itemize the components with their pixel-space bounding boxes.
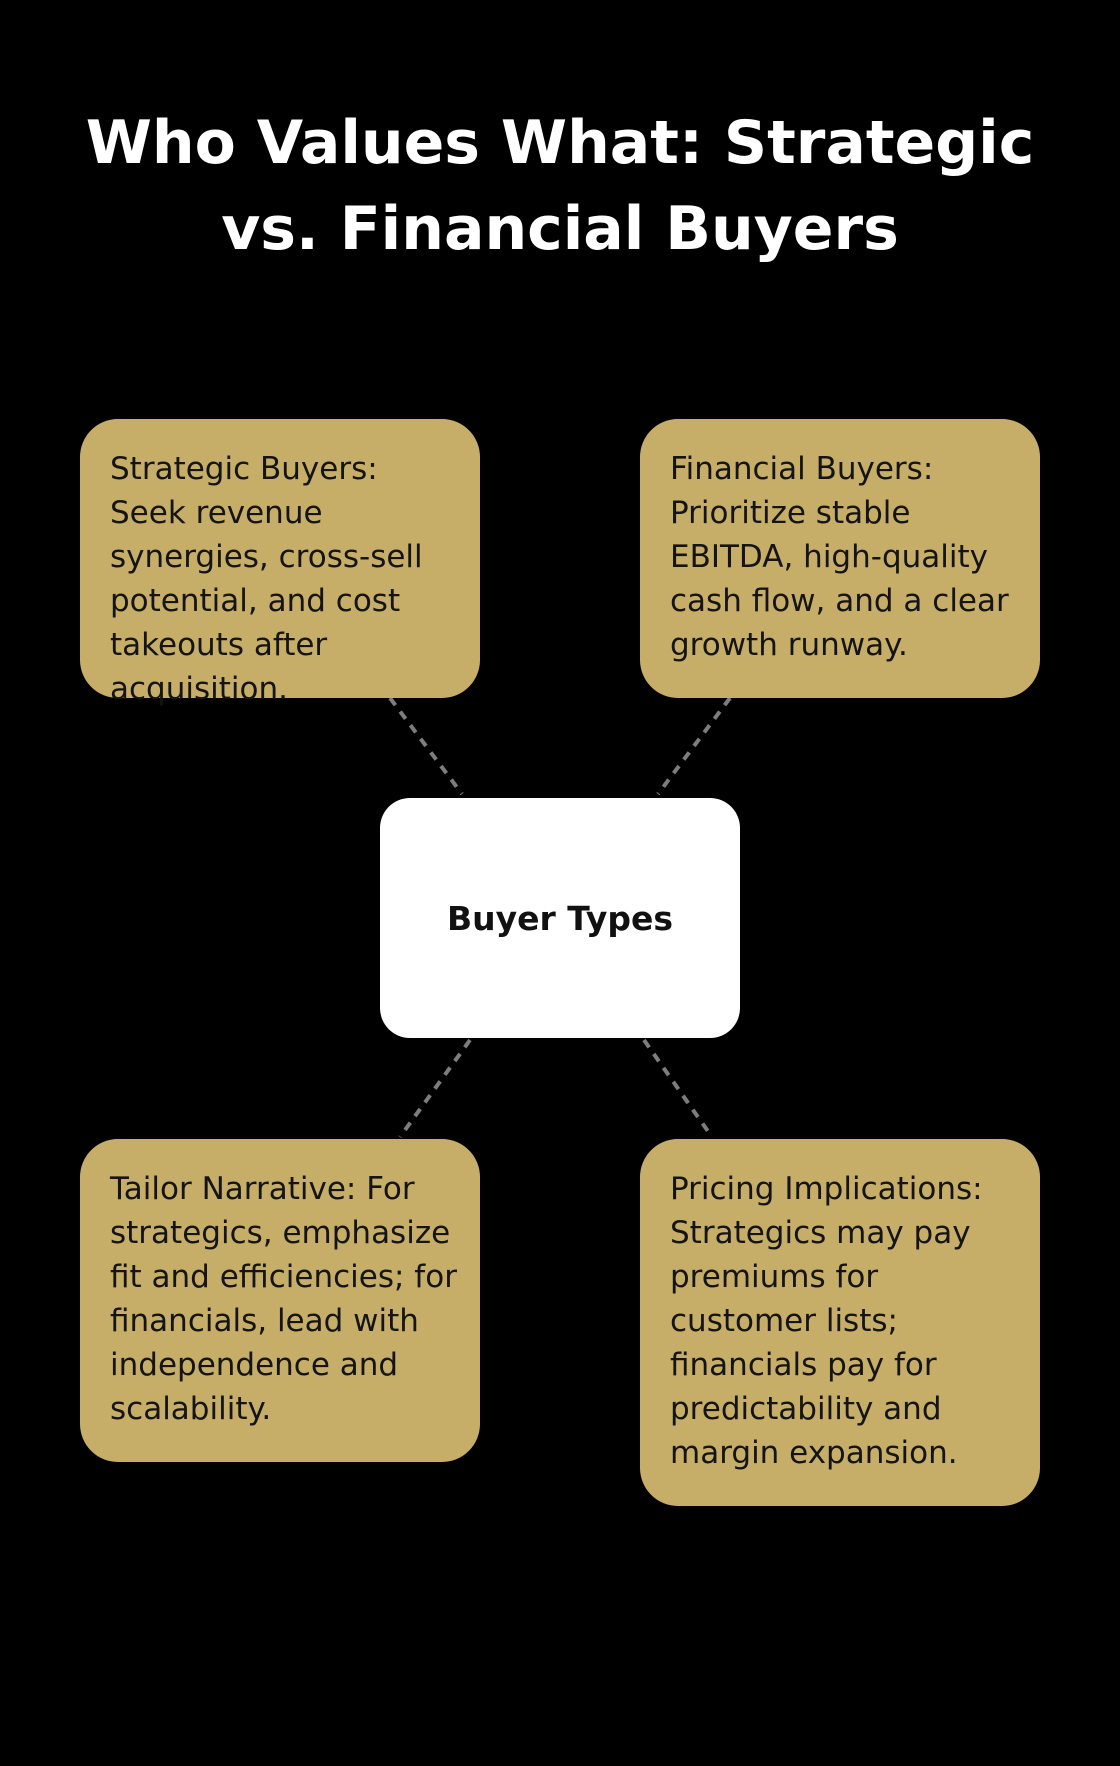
node-tailor-narrative: Tailor Narrative: For strategics, emphas… <box>80 1139 480 1462</box>
node-strategic-buyers: Strategic Buyers: Seek revenue synergies… <box>80 419 480 707</box>
connector-financial <box>656 696 732 796</box>
connector-pricing <box>642 1038 714 1139</box>
connector-strategic <box>388 696 464 796</box>
node-financial-buyers: Financial Buyers: Prioritize stable EBIT… <box>640 419 1040 698</box>
hub-label: Buyer Types <box>446 898 674 938</box>
hub-buyer-types: Buyer Types <box>380 798 740 1038</box>
connector-tailor <box>398 1038 472 1139</box>
diagram-title: Who Values What: Strategic vs. Financial… <box>85 108 1035 264</box>
node-pricing-implications: Pricing Implications: Strategics may pay… <box>640 1139 1040 1506</box>
